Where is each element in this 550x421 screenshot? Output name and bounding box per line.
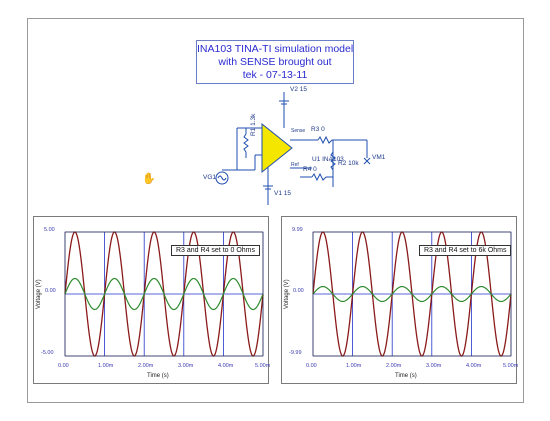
chart-left-plot[interactable] xyxy=(34,217,270,385)
r2-label: R2 10k xyxy=(338,160,359,167)
chart-left-xtick: 2.00m xyxy=(138,363,154,369)
pin-ref-label: Ref xyxy=(291,162,299,168)
chart-left-ylabel: Voltage (V) xyxy=(36,279,42,309)
chart-right-plot[interactable] xyxy=(282,217,518,385)
title-line-1: INA103 TINA-TI simulation model xyxy=(197,43,354,55)
chart-right-ytick-bottom: -9.99 xyxy=(289,350,302,356)
v2-label: V2 15 xyxy=(290,86,307,93)
chart-right-xtick: 2.00m xyxy=(386,363,402,369)
chart-right-ylabel: Voltage (V) xyxy=(284,279,290,309)
chart-right-ytick-top: 9.99 xyxy=(292,227,303,233)
u1-label: U1 INA103 xyxy=(312,156,344,163)
title-line-2: with SENSE brought out xyxy=(218,56,332,68)
chart-right-xlabel: Time (s) xyxy=(395,373,417,379)
chart-left-ytick-top: 5.00 xyxy=(44,227,55,233)
chart-right-xtick: 0.00 xyxy=(306,363,317,369)
vm1-label: VM1 xyxy=(372,154,386,161)
r2-resistor[interactable] xyxy=(330,151,336,171)
plot-area-border xyxy=(64,231,264,357)
r1-resistor[interactable] xyxy=(243,133,249,153)
chart-right-xtick: 5.00m xyxy=(503,363,519,369)
series-line-2 xyxy=(64,277,264,311)
chart-left-ytick-mid: 0.00 xyxy=(45,288,56,294)
r4-resistor[interactable] xyxy=(311,172,327,182)
vm1-mark-b xyxy=(363,157,371,165)
title-line-3: tek - 07-13-11 xyxy=(242,69,308,81)
chart-right-xtick: 4.00m xyxy=(466,363,482,369)
vg1-sine-glyph xyxy=(217,175,227,181)
chart-left-annotation: R3 and R4 set to 0 Ohms xyxy=(171,245,260,256)
chart-left-ytick-bottom: -5.00 xyxy=(41,350,54,356)
title-box: INA103 TINA-TI simulation model with SEN… xyxy=(196,40,354,84)
chart-panel-left[interactable]: R3 and R4 set to 0 Ohms 5.00 0.00 -5.00 … xyxy=(33,216,271,385)
chart-right-xtick: 1.00m xyxy=(346,363,362,369)
chart-right-ytick-mid: 0.00 xyxy=(293,288,304,294)
v1-label: V1 15 xyxy=(274,190,291,197)
chart-left-xtick: 4.00m xyxy=(218,363,234,369)
series-line-2 xyxy=(312,285,512,303)
chart-panel-right[interactable]: R3 and R4 set to 6k Ohms 9.99 0.00 -9.99… xyxy=(281,216,519,385)
chart-left-xtick: 3.00m xyxy=(178,363,194,369)
r1-label: R1 1.3k xyxy=(250,113,257,136)
ina103-opamp-icon[interactable] xyxy=(261,122,293,174)
chart-left-xlabel: Time (s) xyxy=(147,373,169,379)
chart-right-xtick: 3.00m xyxy=(426,363,442,369)
pin-sense-label: Sense xyxy=(291,128,306,134)
chart-left-xtick: 5.00m xyxy=(255,363,271,369)
r3-label: R3 0 xyxy=(311,126,325,133)
r4-label: R4 0 xyxy=(303,166,317,173)
vg1-source-icon[interactable] xyxy=(215,171,229,185)
chart-left-xtick: 0.00 xyxy=(58,363,69,369)
plot-area-border xyxy=(312,231,512,357)
hand-cursor-icon: ✋ xyxy=(142,173,156,185)
schematic-diagram[interactable] xyxy=(0,0,550,215)
chart-right-annotation: R3 and R4 set to 6k Ohms xyxy=(419,245,512,256)
r3-resistor[interactable] xyxy=(317,135,333,145)
chart-left-xtick: 1.00m xyxy=(98,363,114,369)
vg1-label: VG1 xyxy=(203,174,217,181)
